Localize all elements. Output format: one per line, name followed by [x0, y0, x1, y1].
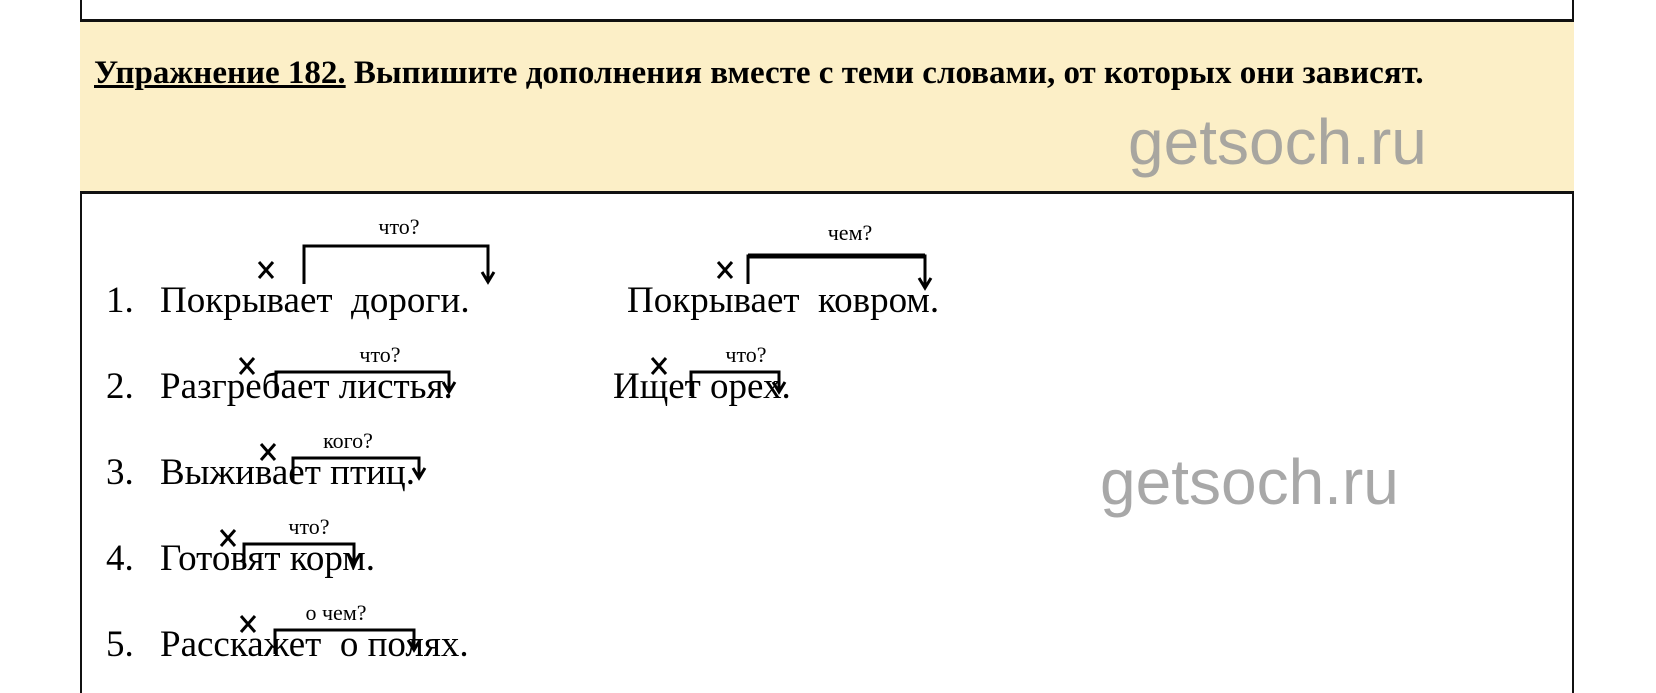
cross-icon [219, 529, 237, 547]
cross-icon [239, 615, 257, 633]
item-number: 3. [106, 452, 134, 493]
list-item: 2. Разгребает листья. [106, 368, 453, 405]
item-number: 5. [106, 624, 134, 665]
item-sentence: Разгребает листья. [160, 366, 453, 407]
diagram-extra-1: чем? [716, 220, 933, 291]
dependency-arrow [273, 628, 422, 654]
task-box: Упражнение 182. Выпишите дополнения вмес… [80, 19, 1574, 194]
list-item: 4. Готовят корм. [106, 540, 375, 577]
question-label: что? [359, 342, 400, 367]
item-sentence: Покрывает ковром. [627, 280, 940, 321]
item-sentence: Выживает птиц. [160, 452, 415, 493]
item-number: 4. [106, 538, 134, 579]
diagram-extra-2: что? [650, 342, 787, 396]
question-label: о чем? [305, 600, 366, 625]
dependency-arrow [291, 456, 427, 482]
dependency-arrow [242, 542, 362, 568]
dependency-arrow [274, 370, 457, 396]
question-label: кого? [323, 428, 373, 453]
extra-item: Ищет орех. [613, 368, 791, 405]
cross-icon [257, 261, 275, 279]
item-sentence: Расскажет о полях. [160, 624, 469, 665]
task-statement: Упражнение 182. Выпишите дополнения вмес… [94, 38, 1560, 108]
question-label: что? [288, 514, 329, 539]
task-text: Выпишите дополнения вместе с теми словам… [353, 55, 1424, 91]
dependency-arrow [302, 244, 496, 285]
diagram-item-3: кого? [259, 428, 427, 482]
cross-icon [259, 443, 277, 461]
list-item: 1. Покрывает дороги. [106, 282, 470, 319]
question-label: чем? [828, 220, 873, 245]
item-sentence: Готовят корм. [160, 538, 375, 579]
dependency-arrow [746, 254, 933, 291]
item-sentence: Покрывает дороги. [160, 280, 470, 321]
question-label: что? [378, 214, 419, 239]
cross-icon [650, 357, 668, 375]
item-number: 1. [106, 280, 134, 321]
item-sentence: Ищет орех. [613, 366, 791, 407]
cross-icon [716, 261, 734, 279]
diagram-item-5: о чем? [239, 600, 422, 654]
diagram-item-2: что? [238, 342, 457, 396]
diagram-item-4: что? [219, 514, 362, 568]
page-frame [80, 0, 1574, 693]
item-number: 2. [106, 366, 134, 407]
diagram-item-1: что? [257, 214, 496, 285]
dependency-arrow [689, 370, 787, 396]
list-item: 3. Выживает птиц. [106, 454, 415, 491]
list-item: 5. Расскажет о полях. [106, 626, 469, 663]
task-number: Упражнение 182. [94, 55, 346, 91]
extra-item: Покрывает ковром. [627, 282, 939, 319]
cross-icon [238, 357, 256, 375]
question-label: что? [725, 342, 766, 367]
